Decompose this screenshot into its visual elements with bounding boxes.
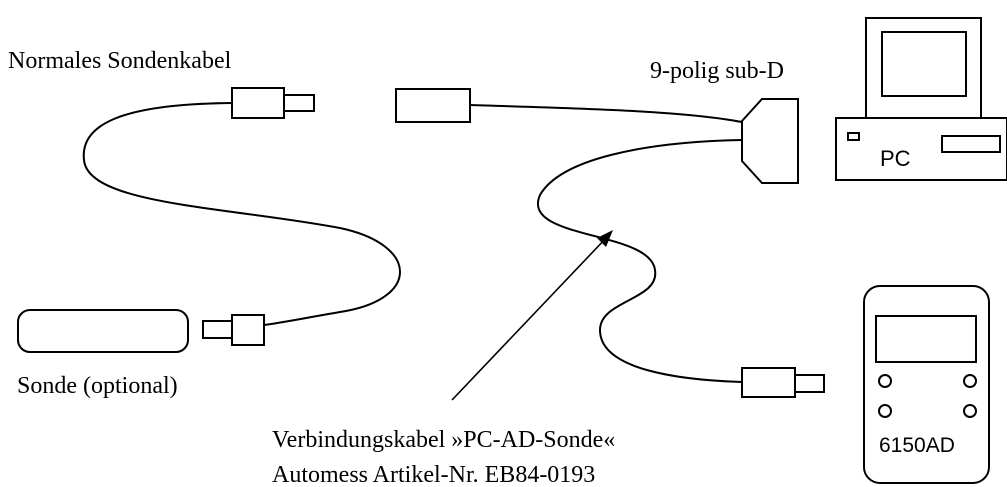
device-button-left-2 — [878, 404, 892, 418]
probe-body — [17, 309, 189, 353]
device-6150ad: 6150AD — [863, 285, 990, 484]
pointer-arrow — [451, 230, 613, 401]
pc-screen — [881, 31, 967, 97]
device-label: 6150AD — [879, 434, 955, 457]
cable-plug-pin-bottom-left — [202, 320, 233, 339]
standard-cable-label: Normales Sondenkabel — [8, 48, 232, 74]
probe-label: Sonde (optional) — [17, 373, 178, 399]
pointer-arrow-line — [451, 235, 609, 401]
device-display — [875, 315, 977, 363]
connection-cable — [395, 88, 825, 398]
connector-label: 9-polig sub-D — [650, 58, 784, 84]
cable-plug-top-left — [231, 87, 285, 119]
pc: PC — [835, 17, 1007, 181]
sub-d-connector — [741, 98, 799, 184]
device-button-right-2 — [963, 404, 977, 418]
pc-label: PC — [880, 146, 911, 171]
cable-plug-bottom-right — [741, 367, 796, 398]
connection-cable-name: Verbindungskabel »PC-AD-Sonde« — [272, 427, 615, 453]
pointer-arrow-head — [597, 230, 613, 247]
connection-cable-wire-main — [536, 139, 743, 383]
pc-base — [835, 117, 1007, 181]
cable-plug-pin-bottom-right — [794, 374, 825, 393]
standard-probe-cable — [82, 87, 401, 346]
pc-drive-bay — [941, 135, 1001, 153]
standard-cable-wire — [82, 102, 401, 326]
device-button-right-1 — [963, 374, 977, 388]
cable-plug-bottom-left — [231, 314, 265, 346]
connection-cable-article: Automess Artikel-Nr. EB84-0193 — [272, 462, 595, 487]
connection-cable-wire-top — [469, 104, 743, 123]
cable-plug-pin-top-left — [283, 94, 315, 112]
device-button-left-1 — [878, 374, 892, 388]
pc-drive-slot — [847, 132, 860, 141]
connection-cable-socket — [395, 88, 471, 123]
